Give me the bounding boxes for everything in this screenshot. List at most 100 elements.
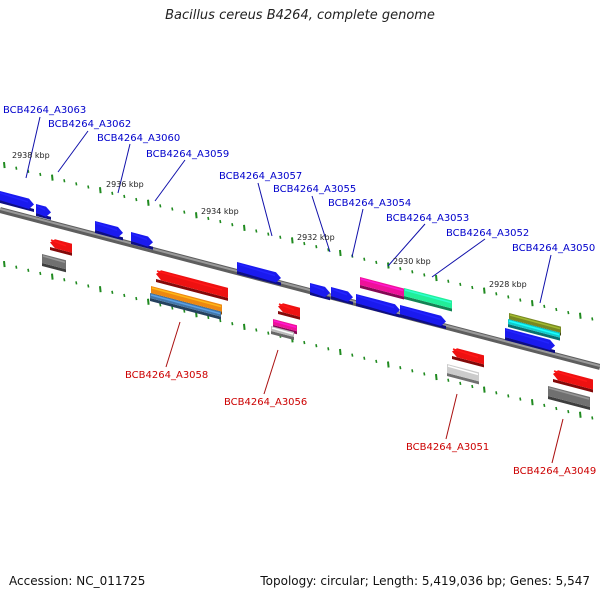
gene-block-gray[interactable]	[42, 254, 66, 273]
leader-line	[154, 159, 186, 202]
gene-block-red[interactable]	[50, 239, 72, 256]
gene-block-lightgray-shadow	[447, 373, 479, 385]
gene-block-blue[interactable]	[36, 204, 51, 220]
minor-tick	[315, 245, 318, 249]
minor-tick	[399, 366, 402, 370]
minor-tick	[219, 318, 222, 323]
gene-block-gray-shadow	[548, 396, 590, 410]
gene-block-red-face	[553, 370, 593, 390]
gene-block-red-shadow	[50, 247, 72, 256]
scale-labels: 2938 kbp 2936 kbp 2934 kbp 2932 kbp 2930…	[12, 151, 527, 289]
gene-block-pink[interactable]	[360, 277, 404, 300]
gene-block-lightgray[interactable]	[447, 364, 479, 385]
gene-label-upper[interactable]: BCB4264_A3054	[328, 198, 411, 209]
gene-block-steel[interactable]	[150, 293, 221, 320]
minor-tick	[375, 359, 378, 364]
gene-label-lower[interactable]: BCB4264_A3049	[513, 466, 596, 477]
leader-line	[387, 223, 426, 267]
gene-block-red[interactable]	[156, 270, 228, 301]
minor-tick	[519, 397, 522, 401]
gene-block-gray-highlight	[548, 387, 590, 400]
gene-block-blue-shadow	[131, 241, 153, 250]
minor-tick	[15, 166, 18, 170]
gene-block-cyan[interactable]	[508, 319, 560, 341]
gene-block-blue-highlight	[0, 192, 29, 203]
minor-tick	[495, 391, 498, 395]
major-tick	[435, 373, 438, 381]
gene-block-blue-shadow	[237, 271, 281, 286]
major-tick	[579, 411, 582, 418]
genome-info-text: Topology: circular; Length: 5,419,036 bp…	[260, 574, 590, 588]
major-tick	[339, 348, 342, 356]
minor-tick	[111, 191, 114, 195]
gene-label-upper[interactable]: BCB4264_A3050	[512, 243, 595, 254]
gene-label-upper[interactable]: BCB4264_A3060	[97, 133, 180, 144]
gene-block-green[interactable]	[404, 288, 452, 312]
gene-block-blue-shadow	[0, 200, 34, 212]
minor-tick	[423, 372, 426, 376]
gene-block-red-shadow	[553, 379, 593, 393]
gene-label-upper[interactable]: BCB4264_A3062	[48, 119, 131, 130]
gene-block-pink-highlight	[273, 320, 297, 329]
gene-label-lower[interactable]: BCB4264_A3056	[224, 397, 307, 408]
minor-tick	[255, 229, 258, 233]
gene-block-blue[interactable]	[400, 305, 446, 330]
minor-tick	[459, 282, 462, 287]
minor-tick	[231, 223, 234, 227]
gene-block-blue[interactable]	[310, 283, 330, 301]
leader-line	[431, 238, 486, 278]
gene-block-blue[interactable]	[356, 294, 400, 318]
minor-tick	[87, 284, 90, 288]
gene-label-upper[interactable]: BCB4264_A3063	[3, 105, 86, 116]
gene-block-blue[interactable]	[95, 221, 123, 241]
gene-block-blue-shadow	[331, 296, 353, 305]
minor-tick	[159, 204, 162, 208]
gene-block-lightgray-highlight	[447, 365, 479, 376]
gene-block-blue[interactable]	[131, 232, 153, 250]
leader-line	[263, 349, 279, 395]
minor-tick	[15, 265, 18, 269]
gene-block-red[interactable]	[553, 370, 593, 393]
gene-block-olive-highlight	[509, 314, 561, 330]
gene-label-lower[interactable]: BCB4264_A3051	[406, 442, 489, 453]
gene-block-blue[interactable]	[237, 262, 281, 286]
gene-block-steel-shadow	[150, 298, 221, 320]
gene-label-lower[interactable]: BCB4264_A3058	[125, 370, 208, 381]
major-tick	[435, 274, 438, 282]
gene-block-red[interactable]	[452, 348, 484, 368]
major-tick	[243, 323, 246, 330]
gene-block-gray-shadow	[42, 263, 66, 273]
scale-label: 2938 kbp	[12, 151, 50, 160]
gene-block-blue-shadow	[356, 303, 400, 318]
leader-line	[445, 393, 458, 440]
gene-block-lightgray[interactable]	[271, 326, 294, 341]
minor-tick	[207, 315, 210, 320]
gene-label-upper[interactable]: BCB4264_A3059	[146, 149, 229, 160]
tick-marks	[3, 161, 594, 420]
gene-block-green-highlight	[404, 289, 452, 304]
minor-tick	[375, 260, 378, 265]
minor-tick	[267, 232, 270, 236]
leader-line	[117, 143, 131, 194]
gene-label-upper[interactable]: BCB4264_A3055	[273, 184, 356, 195]
gene-block-red-face	[50, 239, 72, 253]
major-tick	[339, 249, 342, 257]
gene-label-upper[interactable]: BCB4264_A3057	[219, 171, 302, 182]
major-tick	[3, 161, 6, 169]
minor-tick	[519, 298, 522, 302]
minor-tick	[363, 356, 366, 360]
leader-line	[539, 254, 552, 304]
minor-tick	[231, 322, 234, 326]
gene-label-upper[interactable]: BCB4264_A3053	[386, 213, 469, 224]
major-tick	[531, 300, 534, 307]
gene-block-red-face	[278, 303, 300, 317]
gene-block-blue[interactable]	[0, 190, 34, 212]
gene-block-blue-highlight	[356, 295, 395, 309]
minor-tick	[63, 179, 66, 183]
gene-block-blue[interactable]	[505, 328, 555, 354]
gene-block-red[interactable]	[278, 303, 300, 320]
gene-block-blue[interactable]	[331, 287, 353, 305]
gene-label-upper[interactable]: BCB4264_A3052	[446, 228, 529, 239]
gene-block-gray[interactable]	[548, 386, 590, 410]
